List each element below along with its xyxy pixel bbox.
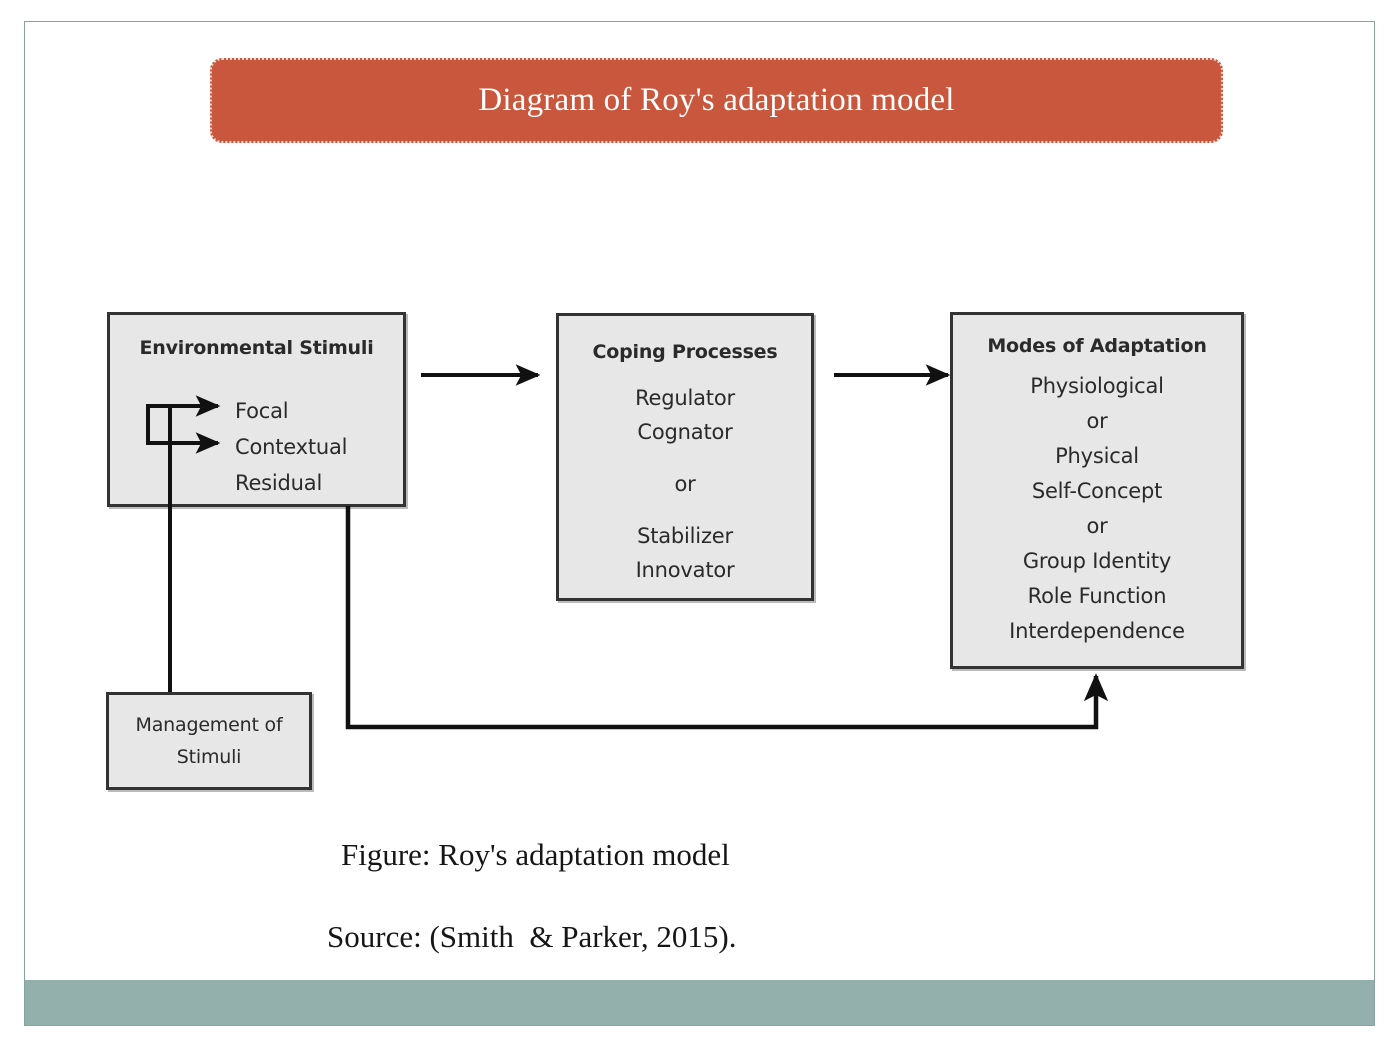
page-title: Diagram of Roy's adaptation model — [478, 82, 955, 118]
mgmt-line-2: Stimuli — [176, 746, 242, 768]
modes-connector-or-1: or — [1086, 409, 1108, 433]
box-env-list: Focal Contextual Residual — [235, 393, 347, 501]
coping-item-innovator: Innovator — [635, 558, 735, 582]
box-env-title: Environmental Stimuli — [139, 337, 374, 359]
figure-caption: Figure: Roy's adaptation model — [341, 837, 730, 872]
box-coping-title: Coping Processes — [592, 341, 778, 363]
modes-item-group-identity: Group Identity — [1022, 549, 1172, 573]
modes-item-physical: Physical — [1055, 444, 1139, 468]
coping-connector-or: or — [674, 472, 696, 496]
env-item-residual: Residual — [235, 471, 323, 495]
modes-item-role-function: Role Function — [1027, 584, 1167, 608]
box-management-of-stimuli: Management of Stimuli — [106, 692, 312, 790]
modes-item-interdependence: Interdependence — [1009, 619, 1185, 643]
modes-item-physiological: Physiological — [1030, 374, 1164, 398]
box-environmental-stimuli: Environmental Stimuli Focal Contextual R… — [107, 312, 406, 507]
env-item-focal: Focal — [235, 399, 289, 423]
box-modes-of-adaptation: Modes of Adaptation Physiological or Phy… — [950, 312, 1244, 669]
source-caption: Source: (Smith & Parker, 2015). — [327, 919, 737, 954]
arrow-modes-feedback-loop — [345, 506, 1109, 730]
modes-item-self-concept: Self-Concept — [1031, 479, 1163, 503]
coping-item-cognator: Cognator — [637, 420, 733, 444]
mgmt-line-1: Management of — [135, 714, 283, 736]
env-item-contextual: Contextual — [235, 435, 348, 459]
box-modes-title: Modes of Adaptation — [987, 335, 1207, 357]
coping-item-regulator: Regulator — [635, 386, 735, 410]
bottom-accent-bar — [25, 980, 1374, 1025]
title-banner: Diagram of Roy's adaptation model — [210, 58, 1223, 143]
box-mgmt-inner: Management of Stimuli — [109, 709, 309, 773]
box-coping-processes: Coping Processes Regulator Cognator or S… — [556, 313, 814, 601]
coping-item-stabilizer: Stabilizer — [637, 524, 733, 548]
modes-connector-or-2: or — [1086, 514, 1108, 538]
